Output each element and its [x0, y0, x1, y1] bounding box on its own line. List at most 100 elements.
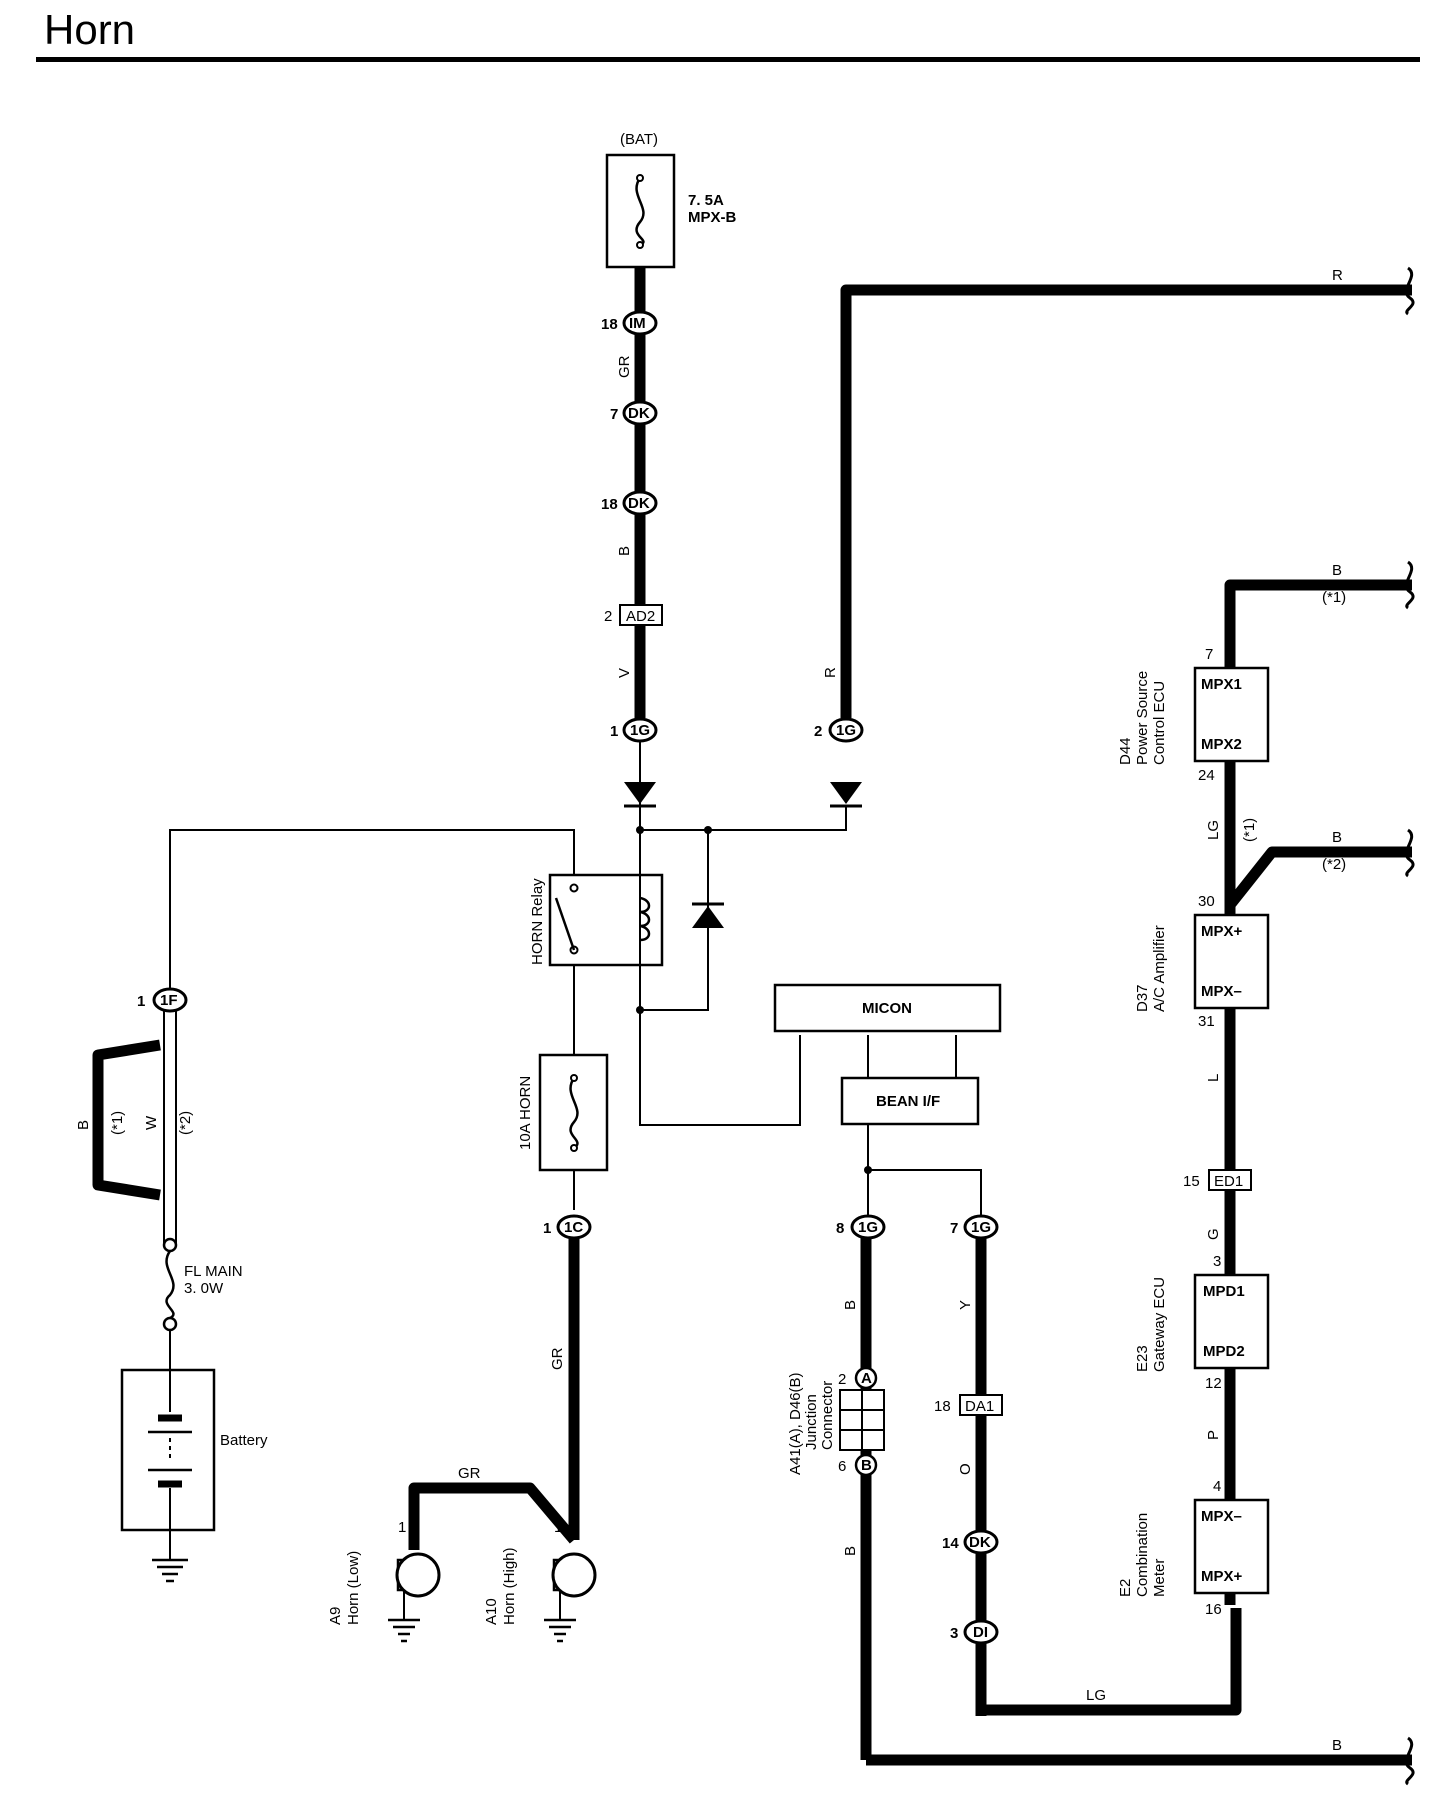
wire-b-jc-bottom: B: [842, 1546, 859, 1556]
wire-note1-ecu-top: (*1): [1322, 589, 1346, 606]
wire-lg-ecu: LG: [1205, 820, 1222, 840]
meter-pin1: 4: [1213, 1478, 1221, 1495]
fuse-name-label: MPX-B: [688, 209, 737, 226]
wire-l: L: [1205, 1074, 1222, 1082]
ps-name1: Power Source: [1134, 671, 1151, 765]
battery-label: Battery: [220, 1432, 268, 1449]
wire-b-bottom: B: [1332, 1737, 1342, 1754]
fuse-amp-label: 7. 5A: [688, 192, 724, 209]
di-code: DI: [973, 1624, 988, 1641]
wire-note1-ecu: (*1): [1241, 818, 1258, 842]
fl-main-fuse: [162, 1237, 178, 1332]
dk-mid-pin: 18: [601, 496, 618, 513]
fl-main-value: 3. 0W: [184, 1280, 224, 1297]
g1-7-code: 1G: [971, 1219, 991, 1236]
f1-pin: 1: [137, 993, 145, 1010]
horn-low-code: A9: [327, 1607, 344, 1625]
g1-8-code: 1G: [858, 1219, 878, 1236]
meter-term2: MPX+: [1201, 1568, 1243, 1585]
bean-if-label: BEAN I/F: [876, 1093, 940, 1110]
diodes: [624, 782, 872, 1174]
jc-a-pin: 2: [838, 1371, 846, 1388]
ad2-box: [619, 604, 663, 626]
wire-lg-bottom: LG: [1086, 1687, 1106, 1704]
mpx-b-fuse: [605, 153, 676, 269]
gw-pin2: 12: [1205, 1375, 1222, 1392]
fl-main-label: FL MAIN: [184, 1263, 243, 1280]
ps-pin1: 7: [1205, 646, 1213, 663]
ps-term1: MPX1: [1201, 676, 1242, 693]
wire-y: Y: [957, 1300, 974, 1310]
ad2-code: AD2: [626, 608, 655, 625]
jc-code: A41(A), D46(B): [787, 1372, 804, 1475]
g1-left-pin: 1: [610, 723, 618, 740]
g1-right-pin: 2: [814, 723, 822, 740]
amp-pin1: 30: [1198, 893, 1215, 910]
da1-code: DA1: [965, 1398, 994, 1415]
junction-connector: [839, 1366, 885, 1477]
amp-pin2: 31: [1198, 1013, 1215, 1030]
im-pin: 18: [601, 316, 618, 333]
g1-right-code: 1G: [836, 722, 856, 739]
wire-b-amp: B: [1332, 829, 1342, 846]
f1-code: 1F: [160, 992, 178, 1009]
ps-name2: Control ECU: [1151, 681, 1168, 765]
dk-low-code: DK: [969, 1534, 991, 1551]
ps-pin2: 24: [1198, 767, 1215, 784]
ed1-box: [1208, 1169, 1252, 1191]
continuation-marks: [1404, 266, 1415, 1786]
di-pin: 3: [950, 1625, 958, 1642]
ecu-boxes: [1193, 666, 1270, 1595]
gw-term1: MPD1: [1203, 1283, 1245, 1300]
gw-code: E23: [1134, 1345, 1151, 1372]
horn-relay: [548, 873, 664, 967]
page-title: Horn: [44, 6, 136, 53]
thin-wires: [163, 718, 982, 1560]
amp-code: D37: [1134, 984, 1151, 1012]
wire-gr-right: GR: [549, 1347, 566, 1370]
da1-pin: 18: [934, 1398, 951, 1415]
wire-note1-left: (*1): [109, 1111, 126, 1135]
horn-low-name: Horn (Low): [345, 1551, 362, 1625]
bean-if-box: [840, 1076, 980, 1126]
wire-gr-horn: GR: [458, 1465, 481, 1482]
dk-low-pin: 14: [942, 1535, 959, 1552]
dk-mid-code: DK: [628, 495, 650, 512]
ps-code: D44: [1117, 737, 1134, 765]
jc-a-code: A: [861, 1370, 872, 1387]
wire-b-ecu-top: B: [1332, 562, 1342, 579]
meter-name2: Meter: [1151, 1559, 1168, 1597]
bat-label: (BAT): [620, 131, 658, 148]
wire-b-mid: B: [616, 546, 633, 556]
horn-fuse-label: 10A HORN: [517, 1076, 534, 1150]
wire-note2-left: (*2): [177, 1111, 194, 1135]
g1-8-pin: 8: [836, 1220, 844, 1237]
g1-7-pin: 7: [950, 1220, 958, 1237]
wire-p: P: [1205, 1430, 1222, 1440]
g1-left-code: 1G: [630, 722, 650, 739]
gw-pin1: 3: [1213, 1253, 1221, 1270]
meter-term1: MPX–: [1201, 1508, 1242, 1525]
horn-high-symbol: [544, 1552, 597, 1643]
amp-term1: MPX+: [1201, 923, 1243, 940]
wire-r-vertical: R: [822, 667, 839, 678]
meter-pin2: 16: [1205, 1601, 1222, 1618]
micon-label: MICON: [862, 1000, 912, 1017]
wire-gr-top: GR: [616, 355, 633, 378]
da1-box: [959, 1394, 1003, 1416]
c1-code: 1C: [564, 1219, 583, 1236]
battery-symbol: [120, 1368, 216, 1583]
horn-high-pin: 1: [554, 1519, 562, 1536]
amp-name1: A/C Amplifier: [1151, 925, 1168, 1012]
ad2-pin: 2: [604, 608, 612, 625]
title-rule: [36, 57, 1420, 62]
jc-name2: Connector: [819, 1381, 836, 1450]
ed1-pin: 15: [1183, 1173, 1200, 1190]
dk-top-code: DK: [628, 405, 650, 422]
horn-low-symbol: [388, 1552, 441, 1643]
wire-w: W: [143, 1115, 160, 1130]
jc-b-pin: 6: [838, 1458, 846, 1475]
micon-box: [773, 983, 1002, 1033]
amp-term2: MPX–: [1201, 983, 1242, 1000]
wire-b-left: B: [75, 1120, 92, 1130]
